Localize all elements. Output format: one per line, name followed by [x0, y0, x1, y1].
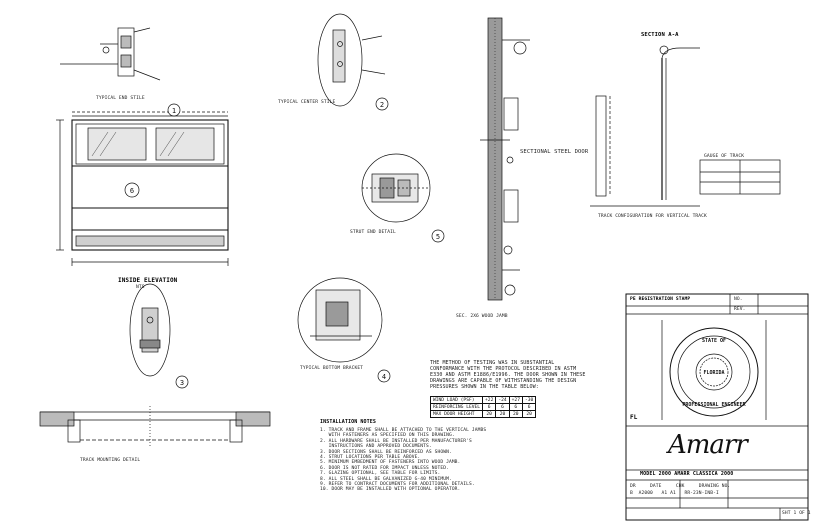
plate-fl: FL: [630, 414, 638, 421]
footer-row-2: B A2000 A1 A1 RR-23N-INB-I: [630, 491, 719, 496]
section-a-a: [590, 45, 781, 207]
callout-3: 3: [180, 379, 184, 387]
design-pressure-table: WIND LOAD (PSF) +22 -24 +27 -30 REINFORC…: [429, 396, 537, 418]
note-line: 1. TRACK AND FRAME SHALL BE ATTACHED TO …: [320, 428, 487, 433]
reinf-value: 6: [508, 403, 523, 411]
track-mounting-detail: [39, 406, 271, 448]
wind-value: -30: [521, 396, 537, 404]
plate-label-rev: REV.: [734, 307, 746, 312]
inside-elevation-nts: NTS: [136, 285, 145, 290]
sheet-number: SHT 1 OF 1: [782, 511, 811, 516]
section-stamp: SECTIONAL STEEL DOOR: [520, 149, 589, 155]
note-line: 8. ALL STEEL SHALL BE GALVANIZED G-40 MI…: [320, 476, 452, 482]
reinforcing-label: REINFORCING LEVEL: [429, 403, 484, 411]
callout-2: 2: [380, 101, 384, 109]
notes-title: INSTALLATION NOTES: [320, 419, 376, 425]
track-detail-caption: TRACK MOUNTING DETAIL: [80, 458, 141, 463]
center-stile-caption: TYPICAL CENTER STILE: [278, 100, 336, 105]
door-value: 20: [521, 410, 537, 418]
note-line: WITH FASTENERS AS SPECIFIED ON THIS DRAW…: [320, 433, 455, 439]
footer-row-1: DR DATE CHK DRAWING NO.: [630, 484, 731, 489]
reinf-value: 6: [521, 403, 537, 411]
bracket-detail-bottom-left: [129, 283, 171, 377]
title-block-frame: [625, 293, 809, 521]
note-line: 10. DOOR MAY BE INSTALLED WITH OPTIONAL …: [320, 487, 461, 493]
reinf-value: 6: [482, 403, 497, 411]
test-note-text: THE METHOD OF TESTING WAS IN SUBSTANTIAL…: [430, 360, 586, 390]
plate-header: PE REGISTRATION STAMP: [630, 297, 691, 302]
wall-jamb-section: [480, 17, 530, 301]
inside-elevation-door: [56, 111, 229, 266]
engineer-seal: [669, 327, 759, 417]
wall-jamb-caption: SEC. 2X6 WOOD JAMB: [456, 314, 508, 319]
door-height-label: MAX DOOR HEIGHT: [429, 410, 484, 418]
callout-4: 4: [382, 373, 386, 381]
plate-label-no: NO.: [734, 297, 743, 302]
reinf-value: 6: [495, 403, 510, 411]
door-value: 20: [495, 410, 510, 418]
note-line: 6. DOOR IS NOT RATED FOR IMPACT UNLESS N…: [320, 465, 449, 471]
wind-load-label: WIND LOAD (PSF): [429, 396, 484, 404]
center-stile-detail: [317, 13, 386, 107]
note-line: 4. STRUT LOCATIONS PER TABLE ABOVE.: [320, 455, 421, 461]
door-value: 20: [508, 410, 523, 418]
model-title: MODEL 2000 AMARR CLASSICA 2000: [640, 471, 734, 477]
wind-value: +22: [482, 396, 497, 404]
note-line: INSTRUCTIONS AND APPROVED DOCUMENTS.: [320, 444, 432, 450]
gauge-table-header: GAUGE OF TRACK: [704, 154, 745, 159]
note-line: 2. ALL HARDWARE SHALL BE INSTALLED PER M…: [320, 438, 472, 444]
callout-bubbles: [124, 97, 445, 389]
note-line: 3. DOOR SECTIONS SHALL BE REINFORCED AS …: [320, 449, 452, 455]
strut-end-detail: [361, 153, 431, 223]
section-a-a-title: SECTION A-A: [641, 32, 679, 38]
bottom-bracket-caption: TYPICAL BOTTOM BRACKET: [300, 366, 364, 371]
notes-list: 1. TRACK AND FRAME SHALL BE ATTACHED TO …: [320, 428, 486, 493]
callout-5: 5: [436, 233, 440, 241]
callout-1: 1: [172, 107, 176, 115]
seal-line-3: PROFESSIONAL ENGINEER: [682, 402, 746, 408]
note-line: 5. MINIMUM EMBEDMENT OF FASTENERS INTO W…: [320, 460, 461, 466]
seal-line-1: STATE OF: [702, 338, 726, 344]
amarr-logo: Amarr: [668, 430, 748, 460]
typical-stile-caption: TYPICAL END STILE: [96, 96, 145, 101]
door-value: 20: [482, 410, 497, 418]
stile-detail-top-left: [60, 27, 161, 81]
wind-value: -24: [495, 396, 510, 404]
note-line: 9. REFER TO CONTRACT DOCUMENTS FOR ADDIT…: [320, 482, 475, 488]
track-config-caption: TRACK CONFIGURATION FOR VERTICAL TRACK: [598, 214, 707, 219]
inside-elevation-title: INSIDE ELEVATION: [118, 277, 178, 284]
strut-detail-caption: STRUT END DETAIL: [350, 230, 396, 235]
seal-line-2: FLORIDA: [703, 370, 724, 376]
callout-6: 6: [130, 187, 134, 195]
note-line: 7. GLAZING OPTIONAL, SEE TABLE FOR LIMIT…: [320, 471, 441, 477]
wind-value: +27: [508, 396, 523, 404]
bottom-bracket-detail: [297, 277, 383, 363]
